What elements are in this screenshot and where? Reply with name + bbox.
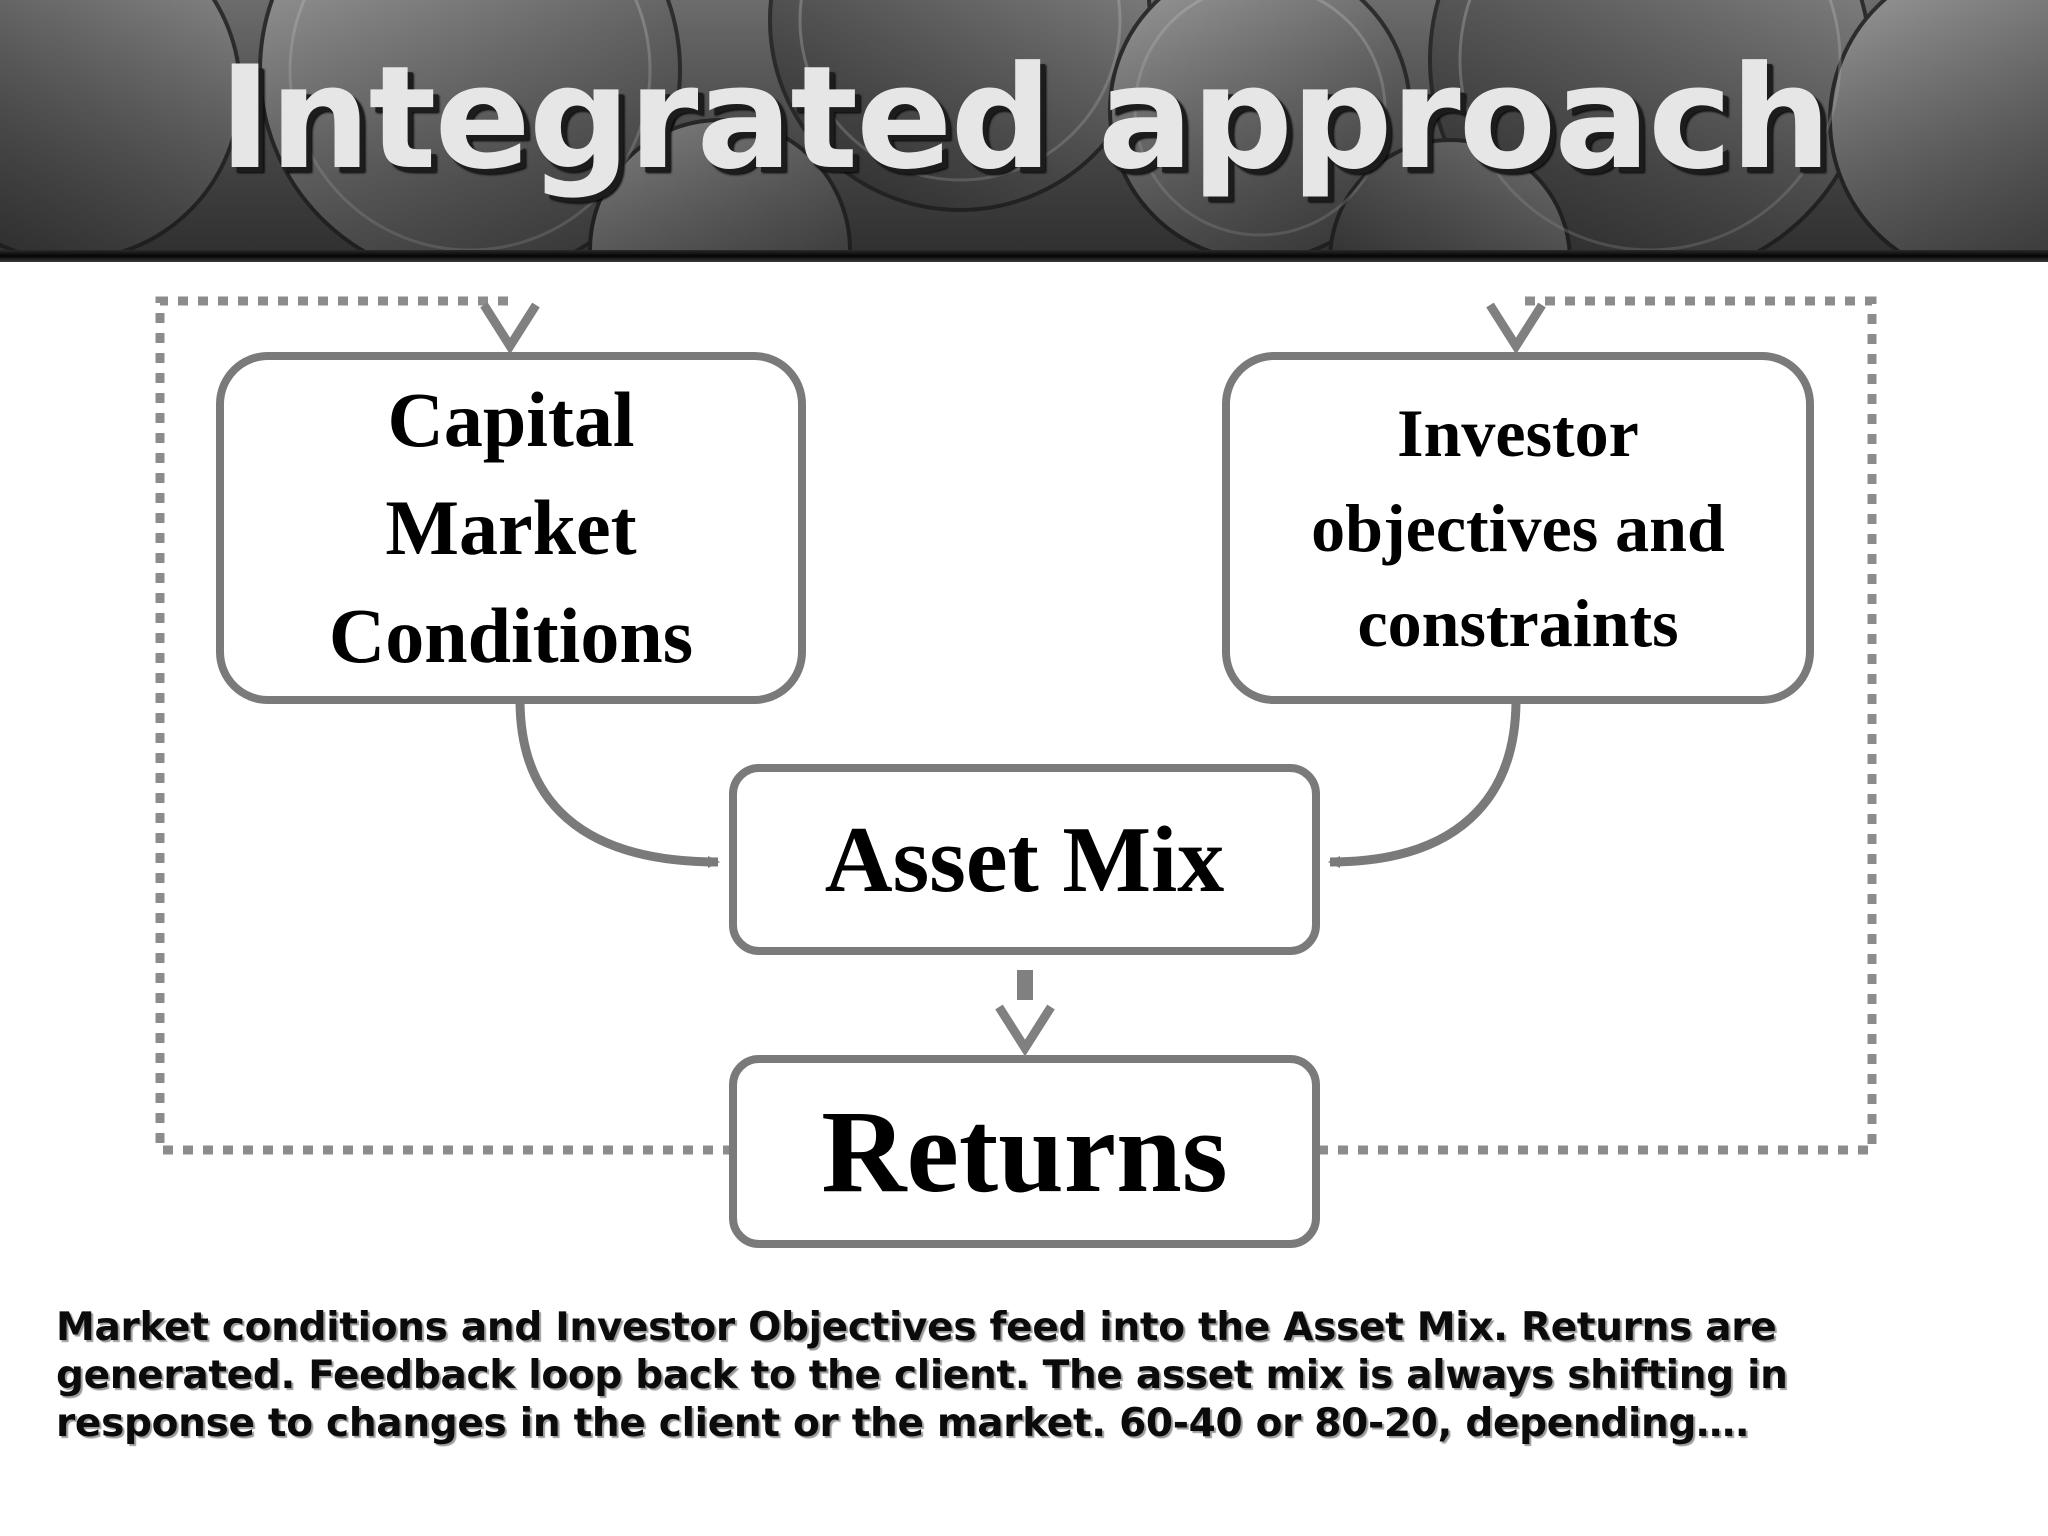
capital-market-label: Capital Market Conditions (220, 356, 802, 700)
capital-market-line-2: Market (385, 484, 637, 571)
feedback-loop-right (1318, 296, 1877, 1155)
arrow-capital-to-asset-mix (515, 699, 720, 868)
box-asset-mix (729, 764, 1320, 955)
investor-objectives-label: Investor objectives and constraints (1226, 356, 1810, 700)
feedback-arrow-investor-icon (1486, 302, 1546, 355)
arrow-asset-mix-to-returns (995, 970, 1055, 1057)
box-returns (729, 1055, 1320, 1248)
diagram-canvas (155, 296, 1877, 1248)
arrow-investor-to-asset-mix (1328, 699, 1521, 868)
asset-mix-label: Asset Mix (824, 807, 1225, 912)
title-banner: Integrated approach (0, 0, 2048, 262)
box-capital-market (216, 352, 806, 704)
investor-line-1: Investor (1397, 394, 1639, 471)
investor-line-2: objectives and (1311, 489, 1725, 566)
investor-line-3: constraints (1357, 584, 1679, 661)
capital-market-line-3: Conditions (328, 592, 694, 679)
returns-label: Returns (821, 1085, 1228, 1217)
slide-title: Integrated approach (218, 36, 1832, 201)
slide-caption: Market conditions and Investor Objective… (56, 1305, 1788, 1446)
capital-market-line-1: Capital (387, 376, 635, 463)
feedback-arrow-capital-icon (480, 302, 540, 355)
coins-background-image (0, 0, 2048, 262)
feedback-loop-left (155, 296, 733, 1155)
